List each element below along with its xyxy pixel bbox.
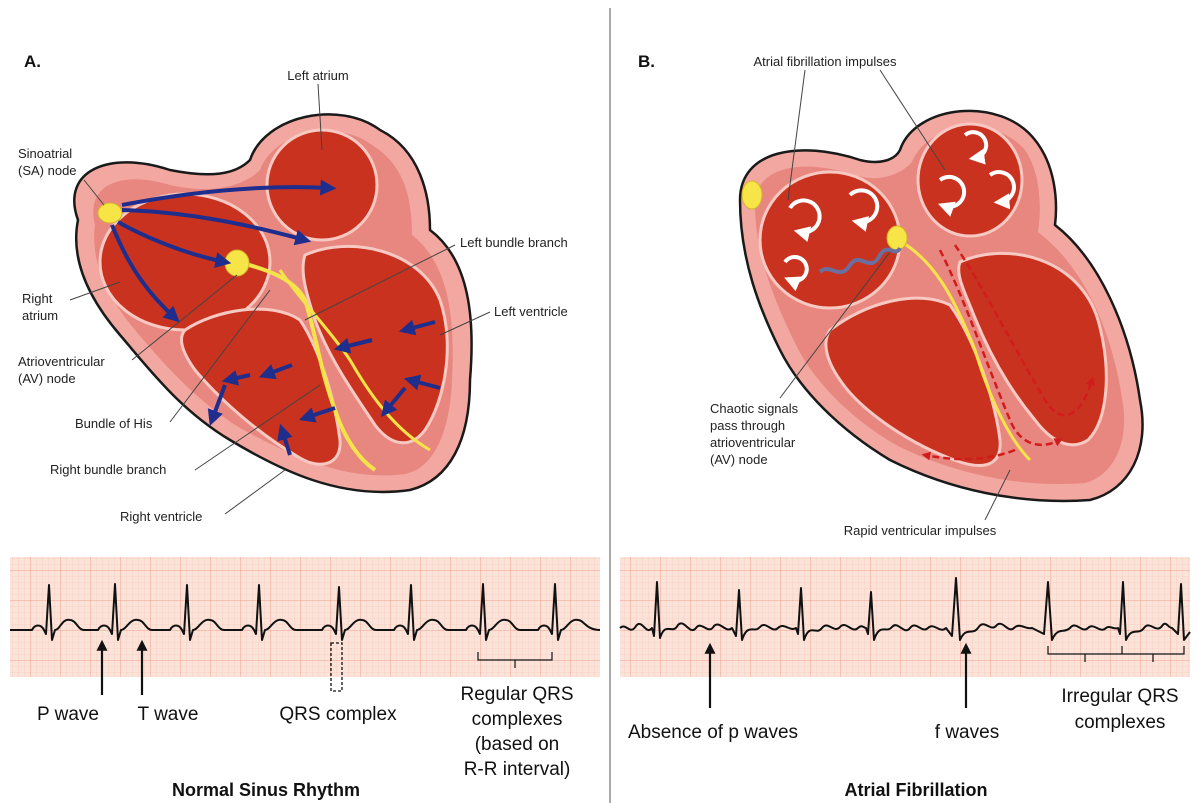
label-chaotic-line2: pass through <box>710 418 785 433</box>
ecg-grid-lines <box>10 557 600 677</box>
label-right-bundle-branch: Right bundle branch <box>50 462 166 477</box>
panel-b-id: B. <box>638 52 655 71</box>
panel-b: B. <box>620 52 1190 800</box>
label-chaotic-line3: atrioventricular <box>710 435 796 450</box>
left-atrium-chamber <box>918 124 1022 236</box>
label-regular-qrs-4: R-R interval) <box>464 759 571 780</box>
label-chaotic-line1: Chaotic signals <box>710 401 799 416</box>
label-af-impulses: Atrial fibrillation impulses <box>753 54 897 69</box>
av-node <box>225 250 249 276</box>
label-right-atrium-line2: atrium <box>22 308 58 323</box>
label-chaotic-line4: (AV) node <box>710 452 768 467</box>
heart-normal-illustration <box>74 114 471 492</box>
panel-a-id: A. <box>24 52 41 71</box>
label-t-wave: T wave <box>138 704 199 725</box>
label-f-waves: f waves <box>935 722 999 743</box>
label-p-wave: P wave <box>37 704 99 725</box>
sa-node <box>98 203 122 223</box>
label-regular-qrs-1: Regular QRS <box>461 684 574 705</box>
label-qrs-complex: QRS complex <box>279 704 397 725</box>
label-rapid-impulses: Rapid ventricular impulses <box>844 523 997 538</box>
title-normal-sinus-rhythm: Normal Sinus Rhythm <box>172 780 360 800</box>
label-left-atrium: Left atrium <box>287 68 348 83</box>
label-sa-node-line1: Sinoatrial <box>18 146 72 161</box>
title-atrial-fibrillation: Atrial Fibrillation <box>844 780 987 800</box>
label-irregular-qrs-2: complexes <box>1075 712 1166 733</box>
leader-right-ventricle <box>225 470 285 514</box>
label-regular-qrs-3: (based on <box>475 734 560 755</box>
label-av-node-line2: (AV) node <box>18 371 76 386</box>
label-right-atrium-line1: Right <box>22 291 53 306</box>
right-atrium-chamber <box>760 172 900 308</box>
av-node <box>887 226 907 250</box>
label-regular-qrs-2: complexes <box>472 709 563 730</box>
label-left-bundle-branch: Left bundle branch <box>460 235 568 250</box>
sa-node <box>742 181 762 209</box>
label-av-node-line1: Atrioventricular <box>18 354 105 369</box>
label-irregular-qrs-1: Irregular QRS <box>1061 686 1178 707</box>
label-left-ventricle: Left ventricle <box>494 304 568 319</box>
label-right-ventricle: Right ventricle <box>120 509 202 524</box>
label-bundle-of-his: Bundle of His <box>75 416 153 431</box>
heart-af-illustration <box>740 111 1143 501</box>
ecg-grid-lines <box>620 557 1190 677</box>
label-absence-p-waves: Absence of p waves <box>628 722 798 743</box>
label-sa-node-line2: (SA) node <box>18 163 77 178</box>
panel-a: A. <box>10 52 600 800</box>
